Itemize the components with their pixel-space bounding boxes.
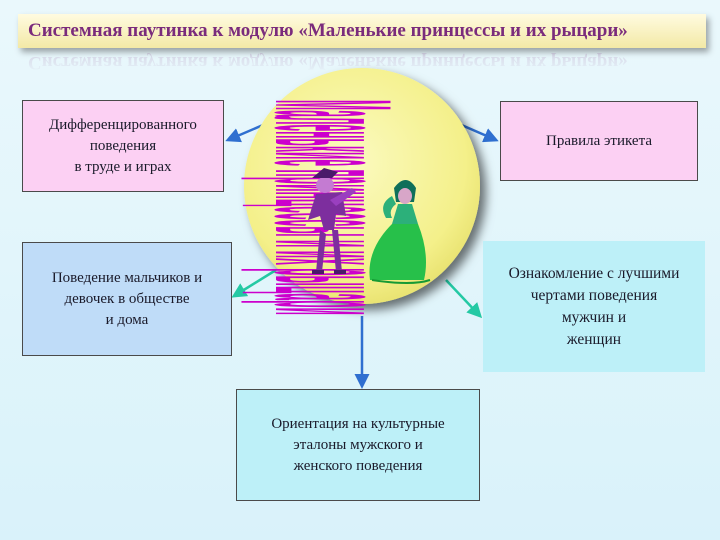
lady-figure <box>369 180 431 284</box>
title-bar: Системная паутинка к модулю «Маленькие п… <box>18 14 706 48</box>
page-title: Системная паутинка к модулю «Маленькие п… <box>28 20 628 41</box>
cavalier-figure <box>308 168 356 274</box>
arrow-to-middle-right <box>445 279 483 319</box>
box-etiquette-rules: Правила этикета <box>500 101 698 181</box>
box-cultural-standards: Ориентация на культурные эталоны мужског… <box>236 389 480 501</box>
box-differentiated-behavior: Дифференцированного поведения в труде и … <box>22 100 224 192</box>
box-boys-girls-behavior: Поведение мальчиков и девочек в обществе… <box>22 242 232 356</box>
arrow-to-middle-left <box>231 268 277 298</box>
box-best-behavior-traits: Ознакомление с лучшими чертами поведения… <box>483 241 705 372</box>
